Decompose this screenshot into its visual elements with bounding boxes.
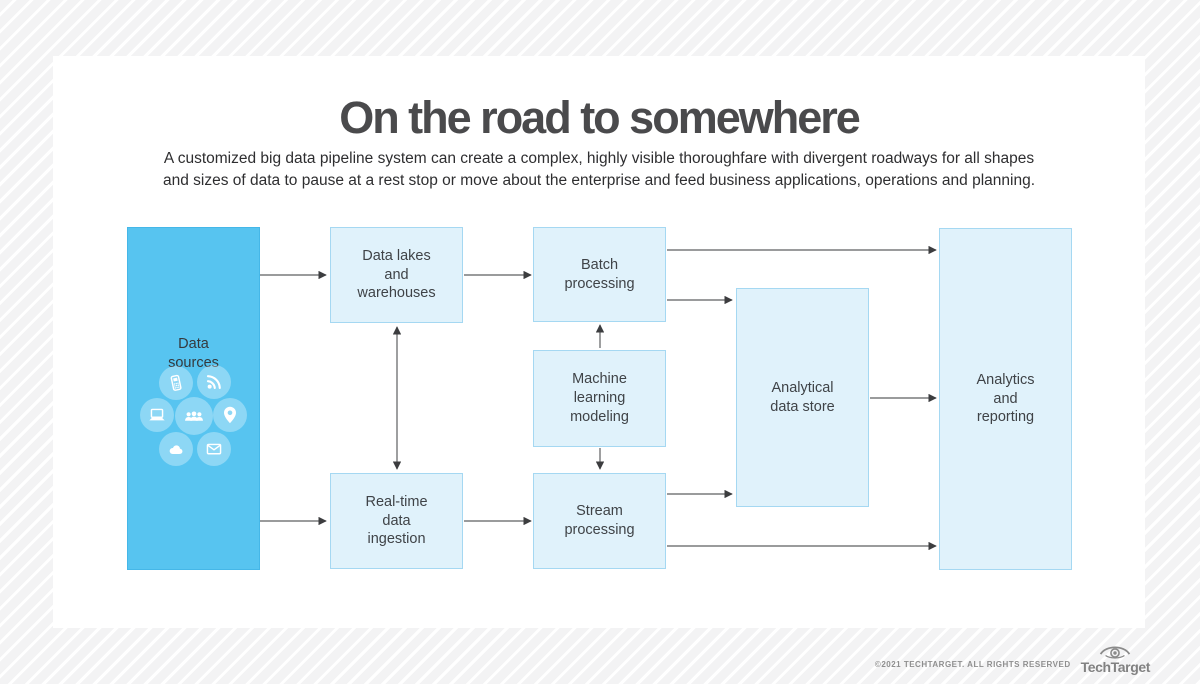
footer: ©2021 TECHTARGET. ALL RIGHTS RESERVED Te… — [875, 642, 1150, 674]
node-analytical-data-store: Analytical data store — [736, 288, 869, 507]
copyright-text: ©2021 TECHTARGET. ALL RIGHTS RESERVED — [874, 660, 1071, 669]
node-data-lakes-warehouses: Data lakes and warehouses — [330, 227, 463, 323]
node-machine-learning-modeling-label: Machine learning modeling — [570, 371, 629, 425]
node-analytics-reporting-label: Analytics and reporting — [976, 371, 1035, 426]
laptop-icon — [140, 398, 174, 432]
node-stream-processing-label: Stream processing — [564, 503, 635, 538]
node-realtime-data-ingestion-label: Real-time data ingestion — [365, 493, 428, 548]
techtarget-wordmark: TechTarget — [1080, 659, 1151, 675]
page-subtitle: A customized big data pipeline system ca… — [53, 148, 1145, 193]
node-stream-processing: Stream processing — [533, 473, 666, 569]
node-batch-processing: Batch processing — [533, 227, 666, 322]
node-batch-processing-label: Batch processing — [564, 256, 635, 292]
node-data-lakes-warehouses-label: Data lakes and warehouses — [357, 247, 436, 302]
cloud-icon — [159, 432, 193, 466]
node-data-sources-label: Data sources — [168, 335, 219, 371]
subtitle-line-2: and sizes of data to pause at a rest sto… — [162, 172, 1036, 190]
node-realtime-data-ingestion: Real-time data ingestion — [330, 473, 463, 569]
node-analytical-data-store-label: Analytical data store — [770, 379, 835, 415]
page-title: On the road to somewhere — [339, 92, 861, 143]
node-machine-learning-modeling: Machine learning modeling — [533, 350, 666, 447]
techtarget-eye-icon — [1100, 646, 1131, 659]
location-pin-icon — [213, 398, 247, 432]
node-data-sources: Data sources — [127, 227, 260, 570]
rss-feed-icon — [197, 365, 231, 399]
techtarget-logo: TechTarget — [1081, 642, 1150, 674]
users-icon — [175, 397, 213, 435]
infographic-card: On the road to somewhere A customized bi… — [53, 56, 1145, 628]
email-icon — [197, 432, 231, 466]
node-analytics-reporting: Analytics and reporting — [939, 228, 1072, 570]
subtitle-line-1: A customized big data pipeline system ca… — [163, 150, 1035, 167]
mobile-phone-icon — [159, 366, 193, 400]
